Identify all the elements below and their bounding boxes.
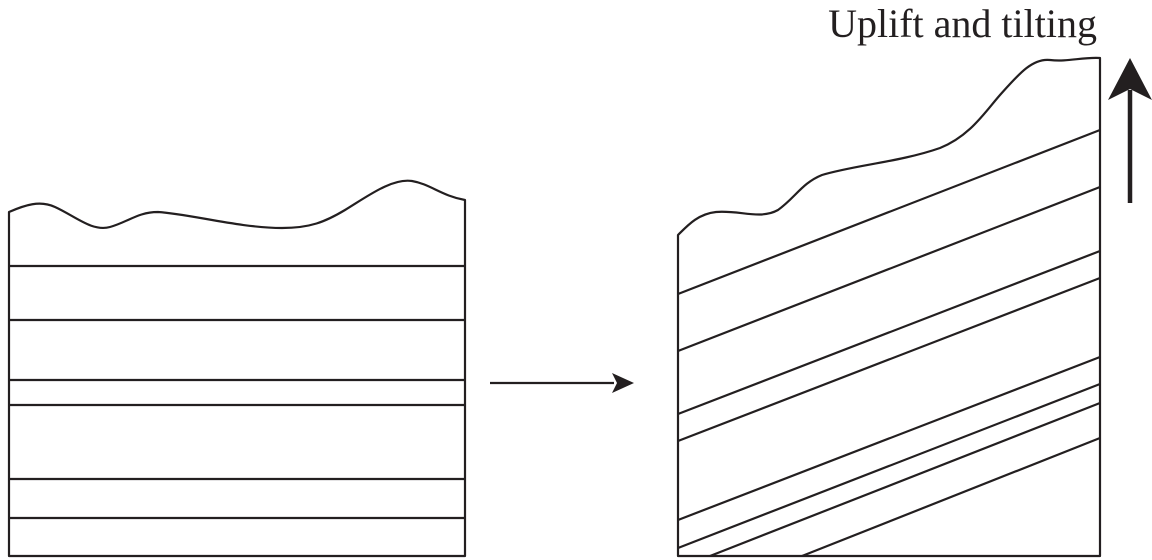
after-block-outline [678, 58, 1100, 556]
after-block [678, 58, 1100, 556]
stratum-boundary [710, 403, 1100, 556]
uplift-label: Uplift and tilting [828, 1, 1097, 46]
up-arrow-icon [1108, 58, 1152, 203]
stratum-boundary [678, 357, 1100, 520]
before-block-outline [9, 181, 465, 556]
stratum-boundary [678, 384, 1100, 548]
stratum-boundary [678, 251, 1100, 414]
stratum-boundary [678, 278, 1100, 441]
after-strata [678, 130, 1100, 556]
before-block [9, 181, 465, 556]
before-strata [9, 266, 465, 518]
right-arrow-icon [490, 373, 634, 393]
